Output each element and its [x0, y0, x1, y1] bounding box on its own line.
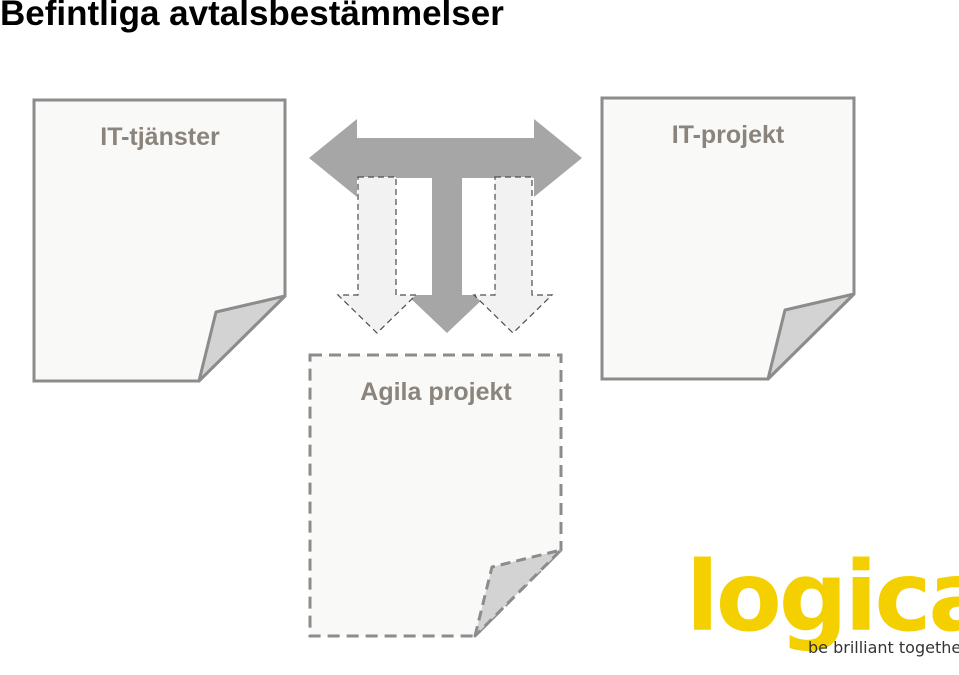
document-agila-projekt-label: Agila projekt [360, 378, 512, 406]
document-agila-projekt: Agila projekt [308, 353, 563, 638]
document-it-projekt: IT-projekt [600, 96, 856, 381]
document-it-tjanster: IT-tjänster [32, 98, 287, 383]
dashed-arrow-left [336, 176, 418, 334]
document-it-projekt-fold [766, 292, 856, 381]
logo-wordmark: logica [686, 541, 959, 653]
document-it-tjanster-fold [197, 294, 287, 383]
logica-logo: logica be brilliant together [686, 541, 959, 657]
page-title: Befintliga avtalsbestämmelser [0, 0, 504, 33]
logo-tagline: be brilliant together [808, 638, 959, 657]
document-it-tjanster-label: IT-tjänster [100, 123, 220, 151]
document-agila-projekt-fold [473, 548, 563, 638]
document-it-projekt-label: IT-projekt [672, 121, 785, 149]
central-t-arrow [309, 119, 582, 333]
dashed-arrow-right [472, 176, 554, 334]
